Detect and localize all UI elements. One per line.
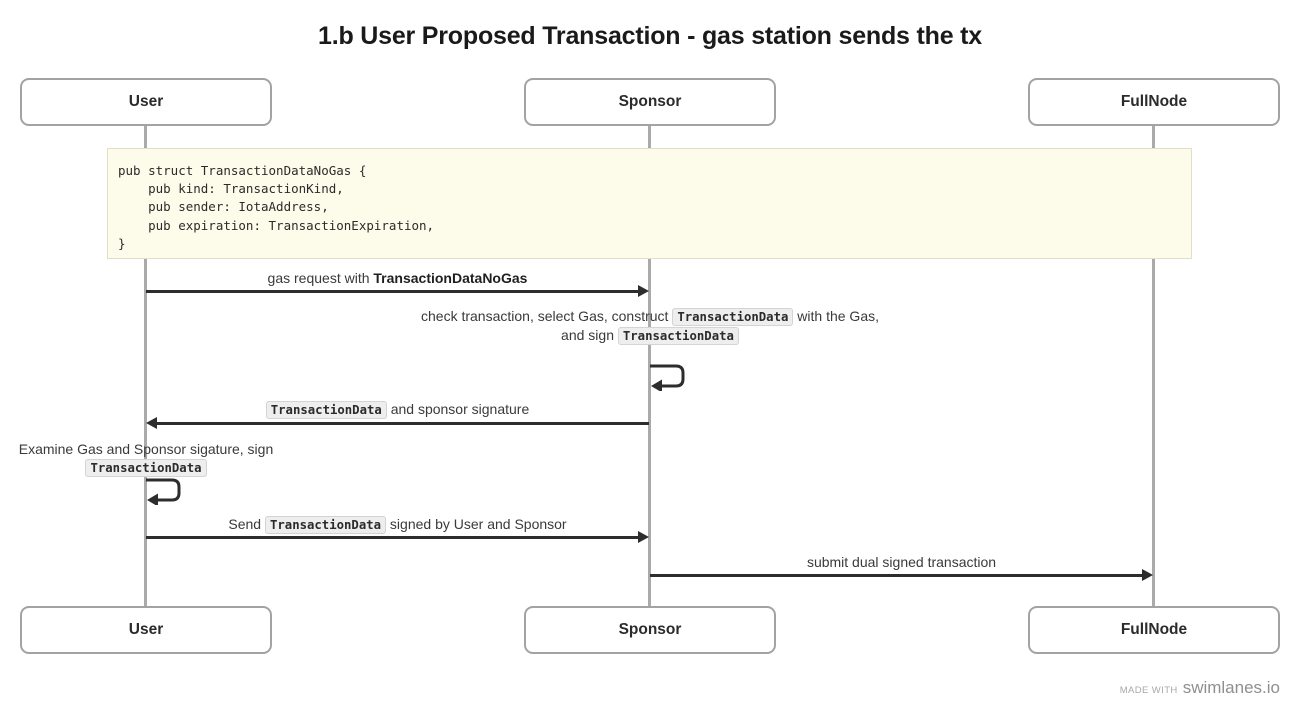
- participant-sponsor-bottom[interactable]: Sponsor: [524, 606, 776, 654]
- inline-code-chip: TransactionData: [265, 401, 387, 419]
- lifeline-sponsor: [648, 126, 651, 608]
- inline-bold-text: TransactionDataNoGas: [373, 270, 528, 286]
- page-title: 1.b User Proposed Transaction - gas stat…: [318, 22, 982, 50]
- message-arrow-line: [650, 574, 1142, 577]
- arrowhead-right-icon: [1142, 568, 1153, 581]
- message-arrow-line: [157, 422, 649, 425]
- message-arrow-line: [146, 536, 638, 539]
- arrowhead-right-icon: [638, 530, 649, 543]
- self-message-loop-user: [144, 477, 192, 505]
- footer-made-with-label: MADE WITH: [1119, 685, 1178, 696]
- message-label: gas request with TransactionDataNoGas: [146, 269, 649, 287]
- footer-credit[interactable]: MADE WITH swimlanes.io: [1120, 678, 1280, 698]
- participant-label: FullNode: [1120, 93, 1188, 110]
- participant-user-top[interactable]: User: [20, 78, 272, 126]
- inline-code-chip: TransactionData: [85, 459, 207, 477]
- inline-code-chip: TransactionData: [264, 516, 387, 534]
- lifeline-fullnode: [1152, 126, 1155, 608]
- self-message-loop-sponsor: [648, 363, 696, 391]
- inline-text: Send: [228, 516, 265, 532]
- inline-text: check transaction, select Gas, construct: [421, 308, 673, 324]
- inline-text: gas request with: [267, 270, 374, 286]
- message-label: TransactionData and sponsor signature: [146, 400, 649, 419]
- inline-code-chip: TransactionData: [617, 327, 739, 345]
- participant-label: Sponsor: [618, 621, 682, 638]
- inline-text: Examine Gas and Sponsor sigature, sign: [18, 441, 274, 457]
- inline-text: with the Gas, and sign: [561, 308, 879, 343]
- participant-label: User: [128, 621, 164, 638]
- note-code-block: pub struct TransactionDataNoGas { pub ki…: [118, 163, 435, 251]
- participant-fullnode-top[interactable]: FullNode: [1028, 78, 1280, 126]
- inline-code-chip: TransactionData: [672, 308, 794, 326]
- arrowhead-right-icon: [638, 284, 649, 297]
- participant-fullnode-bottom[interactable]: FullNode: [1028, 606, 1280, 654]
- arrowhead-left-icon: [146, 416, 157, 429]
- message-label: Examine Gas and Sponsor sigature, sign T…: [0, 440, 292, 477]
- participant-user-bottom[interactable]: User: [20, 606, 272, 654]
- message-label: submit dual signed transaction: [650, 553, 1153, 571]
- message-arrow-line: [146, 290, 638, 293]
- inline-text: submit dual signed transaction: [806, 554, 997, 570]
- lifeline-user: [144, 126, 147, 608]
- participant-label: FullNode: [1120, 621, 1188, 638]
- message-label: Send TransactionData signed by User and …: [146, 515, 649, 534]
- inline-text: and sponsor signature: [386, 401, 530, 417]
- note-transaction-data-no-gas: pub struct TransactionDataNoGas { pub ki…: [107, 148, 1192, 259]
- participant-label: User: [128, 93, 164, 110]
- footer-brand-label: swimlanes.io: [1182, 678, 1280, 697]
- inline-text: signed by User and Sponsor: [386, 516, 567, 532]
- participant-sponsor-top[interactable]: Sponsor: [524, 78, 776, 126]
- participant-label: Sponsor: [618, 93, 682, 110]
- message-label: check transaction, select Gas, construct…: [420, 307, 880, 345]
